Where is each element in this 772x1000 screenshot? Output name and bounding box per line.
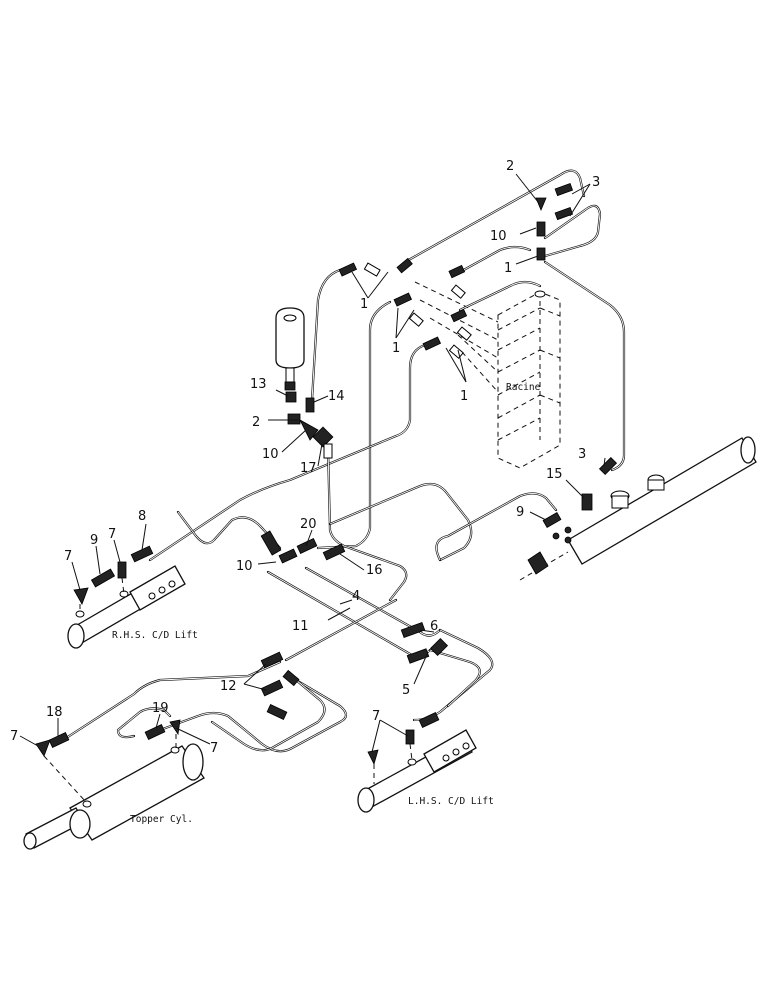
callout-2: 2 <box>252 415 260 430</box>
callout-numbers: 1 1 1 1 2 2 3 3 4 5 6 7 7 7 7 7 7 8 9 9 … <box>10 159 600 756</box>
hose-fittings <box>35 182 618 766</box>
callout-10: 10 <box>490 229 507 244</box>
callout-5: 5 <box>402 683 410 698</box>
callout-20: 20 <box>300 517 317 532</box>
lhs-lift-label: L.H.S. C/D Lift <box>408 796 494 807</box>
callout-14: 14 <box>328 389 345 404</box>
callout-16: 16 <box>366 563 383 578</box>
callout-8: 8 <box>138 509 146 524</box>
callout-3: 3 <box>592 175 600 190</box>
callout-7: 7 <box>64 549 72 564</box>
racine-valve-block <box>497 290 561 469</box>
callout-7: 7 <box>10 729 18 744</box>
callout-1: 1 <box>460 389 468 404</box>
callout-6: 6 <box>430 619 438 634</box>
callout-11: 11 <box>292 619 309 634</box>
accumulator <box>275 307 305 391</box>
callout-3: 3 <box>578 447 586 462</box>
callout-10: 10 <box>262 447 279 462</box>
hose-routes <box>58 169 626 753</box>
topper-cylinder <box>23 743 205 850</box>
callout-9: 9 <box>516 505 524 520</box>
callout-9: 9 <box>90 533 98 548</box>
callout-7: 7 <box>108 527 116 542</box>
lhs-cd-lift-cylinder <box>357 729 477 813</box>
callout-10: 10 <box>236 559 253 574</box>
racine-label: Racine <box>506 382 541 393</box>
captions: Racine R.H.S. C/D Lift L.H.S. C/D Lift T… <box>112 382 541 825</box>
callout-2: 2 <box>506 159 514 174</box>
callout-19: 19 <box>152 701 169 716</box>
callout-4: 4 <box>352 589 360 604</box>
callout-1: 1 <box>504 261 512 276</box>
callout-1: 1 <box>392 341 400 356</box>
callout-7: 7 <box>210 741 218 756</box>
leader-lines <box>19 173 606 803</box>
callout-1: 1 <box>360 297 368 312</box>
drive-shaft <box>519 436 757 581</box>
callout-17: 17 <box>300 461 317 476</box>
rhs-cd-lift-cylinder <box>67 565 186 649</box>
callout-15: 15 <box>546 467 563 482</box>
rhs-lift-label: R.H.S. C/D Lift <box>112 630 198 641</box>
callout-12: 12 <box>220 679 237 694</box>
topper-cyl-label: Topper Cyl. <box>130 814 193 825</box>
callout-13: 13 <box>250 377 267 392</box>
callout-7: 7 <box>372 709 380 724</box>
callout-18: 18 <box>46 705 63 720</box>
